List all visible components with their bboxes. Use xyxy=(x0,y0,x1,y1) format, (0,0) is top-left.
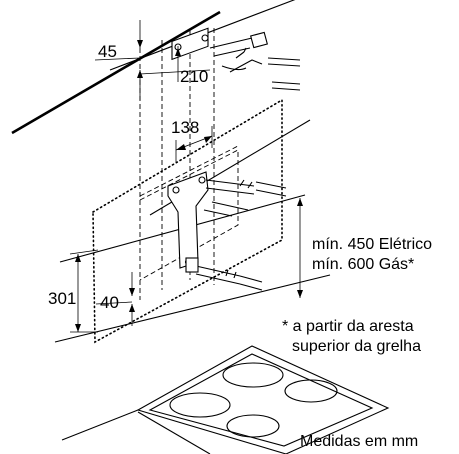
ceiling-line xyxy=(11,10,221,135)
middle-screws xyxy=(203,179,287,217)
lower-screws xyxy=(185,257,263,291)
wall-line-lower xyxy=(54,274,331,343)
lower-bracket xyxy=(167,171,209,269)
burner-front-right xyxy=(226,414,280,438)
burner-back-left xyxy=(222,362,284,388)
dim-40-label: 40 xyxy=(100,293,119,312)
hood-body-dashed-top xyxy=(139,145,239,197)
units-note: Medidas em mm xyxy=(300,433,418,450)
dim-45-label: 45 xyxy=(98,42,117,61)
cooktop xyxy=(61,345,390,454)
wall-line-upper xyxy=(109,0,296,71)
hood-outline-dotted xyxy=(92,98,283,344)
dim-210-label: 210 xyxy=(180,67,208,86)
min-distance-gas: mín. 600 Gás* xyxy=(312,256,414,273)
footnote-line1: * a partir da aresta xyxy=(282,318,414,335)
min-distance-electric: mín. 450 Elétrico xyxy=(312,236,432,253)
upper-screws xyxy=(209,31,301,91)
burner-front-left xyxy=(169,392,231,418)
dim-138-label: 138 xyxy=(171,118,199,137)
dim-301-label: 301 xyxy=(48,289,76,308)
burner-back-right xyxy=(284,379,338,403)
footnote-line2: superior da grelha xyxy=(292,338,421,355)
